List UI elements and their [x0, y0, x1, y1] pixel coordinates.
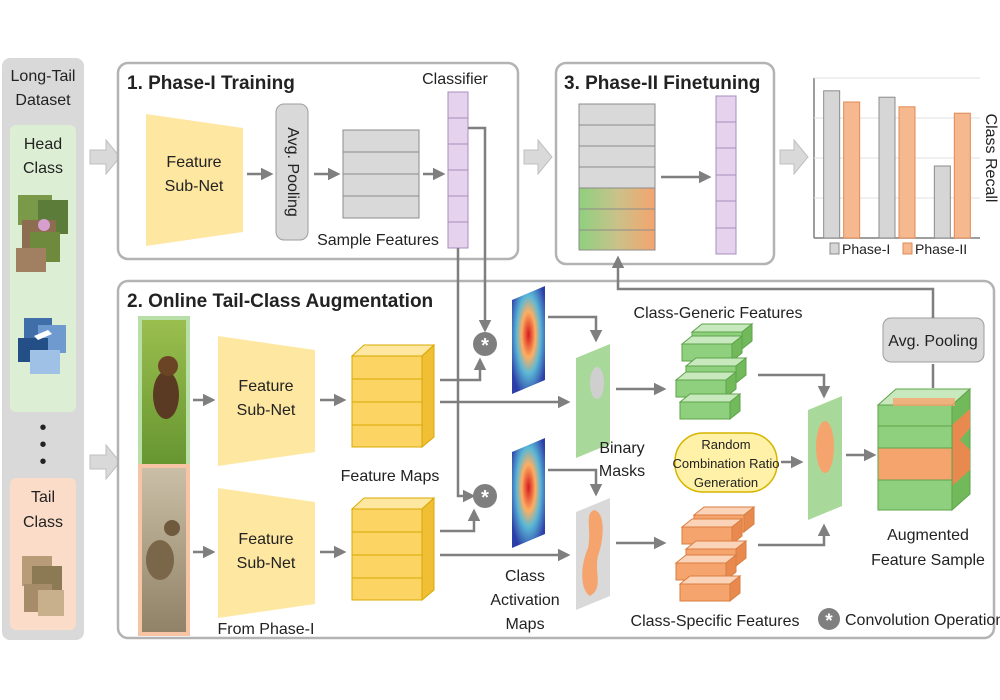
tail-feature-subnet — [218, 488, 315, 618]
bar-phase2-0 — [843, 101, 861, 239]
phase1-avg-pooling — [275, 103, 309, 241]
bar-phase2-1 — [898, 106, 916, 239]
class-specific-label: Class-Specific Features — [631, 613, 800, 630]
tail-binary-mask — [576, 498, 610, 610]
svg-text:•: • — [39, 417, 46, 439]
tail-activation-map — [512, 438, 545, 548]
augmentation-panel: 2. Online Tail-Class Augmentation Featur… — [116, 126, 1000, 640]
tail-sample-image — [138, 464, 190, 636]
binary-masks-line2: Masks — [599, 463, 645, 480]
tail-subnet-line2: Sub-Net — [237, 555, 296, 572]
svg-text:*: * — [481, 335, 489, 357]
tail-class-thumbnails — [22, 556, 64, 616]
svg-text:Combination Ratio: Combination Ratio — [673, 456, 780, 471]
phase1-title: 1. Phase-I Training — [127, 73, 295, 94]
tail-subnet-line1: Feature — [238, 531, 293, 548]
head-class-line2: Class — [23, 160, 63, 177]
svg-text:*: * — [481, 487, 489, 509]
augmented-feature-sample — [876, 387, 972, 512]
convolution-legend-label: Convolution Operation — [845, 612, 1000, 629]
head-binary-mask — [576, 344, 610, 458]
svg-text:Random: Random — [701, 437, 750, 452]
phase1-avg-pooling-label: Avg. Pooling — [284, 127, 301, 217]
tail-feature-maps — [350, 496, 436, 602]
phase1-sample-features — [342, 129, 420, 219]
augmentation-avg-pooling-label: Avg. Pooling — [888, 333, 978, 350]
head-class-thumbnails — [16, 195, 68, 374]
augmented-line1: Augmented — [887, 527, 969, 544]
phase1-subnet-line1: Feature — [166, 154, 221, 171]
bar-phase1-2 — [933, 165, 951, 239]
feature-maps-label: Feature Maps — [341, 468, 440, 485]
cam-line2: Activation — [490, 592, 559, 609]
dataset-panel: Long-Tail Dataset Head Class • • • Tail … — [2, 58, 84, 640]
class-generic-features — [674, 322, 754, 421]
tail-class-line2: Class — [23, 514, 63, 531]
svg-text:•: • — [39, 451, 46, 473]
bar-phase2-2 — [953, 112, 971, 239]
convolution-legend: * Convolution Operation — [818, 608, 1000, 632]
phase2-title: 3. Phase-II Finetuning — [564, 73, 760, 94]
chart-ylabel: Class Recall — [982, 114, 999, 203]
legend-swatch-phase2 — [902, 242, 913, 255]
head-feature-subnet — [218, 336, 315, 466]
head-class-line1: Head — [24, 136, 62, 153]
combination-mask — [808, 396, 842, 520]
augmented-line2: Feature Sample — [871, 552, 985, 569]
phase2-panel: 3. Phase-II Finetuning — [554, 61, 776, 266]
svg-text:Generation: Generation — [694, 475, 758, 490]
classifier-label: Classifier — [422, 71, 488, 88]
class-recall-chart: Class Recall Phase-I Phase-II — [813, 77, 999, 257]
svg-text:*: * — [825, 611, 833, 632]
head-activation-map — [512, 286, 545, 394]
cam-line1: Class — [505, 568, 545, 585]
dataset-to-augmentation-arrow — [89, 443, 121, 481]
legend-label-phase1: Phase-I — [842, 241, 890, 257]
phase2-to-chart-arrow — [779, 138, 809, 176]
dataset-to-phase1-arrow — [89, 138, 121, 176]
sample-features-label: Sample Features — [317, 232, 439, 249]
class-specific-features — [674, 505, 756, 603]
phase2-classifier — [715, 95, 737, 255]
cam-line3: Maps — [505, 616, 544, 633]
from-phase1-label: From Phase-I — [218, 621, 315, 638]
convolution-op-tail: * — [473, 484, 497, 509]
dataset-title-line1: Long-Tail — [11, 68, 76, 85]
head-sample-image — [138, 316, 190, 488]
random-ratio-generation: Random Combination Ratio Generation — [673, 432, 780, 493]
phase1-subnet-line2: Sub-Net — [165, 178, 224, 195]
phase1-classifier — [447, 91, 469, 249]
svg-text:•: • — [39, 434, 46, 456]
head-subnet-line1: Feature — [238, 378, 293, 395]
tail-class-line1: Tail — [31, 489, 55, 506]
legend-label-phase2: Phase-II — [915, 241, 967, 257]
phase2-features-stack — [578, 103, 656, 251]
phase1-to-phase2-arrow — [523, 138, 553, 176]
augmentation-title: 2. Online Tail-Class Augmentation — [127, 291, 433, 312]
convolution-op-head: * — [473, 332, 497, 357]
bar-phase1-1 — [878, 96, 896, 239]
phase1-feature-subnet — [146, 114, 243, 246]
dataset-title-line2: Dataset — [15, 92, 71, 109]
bar-phase1-0 — [823, 90, 841, 239]
chart-bars — [823, 90, 971, 239]
legend-swatch-phase1 — [829, 242, 840, 255]
head-feature-maps — [350, 343, 436, 449]
ellipsis-dots: • • • — [39, 417, 46, 473]
binary-masks-line1: Binary — [599, 440, 644, 457]
class-generic-label: Class-Generic Features — [634, 305, 803, 322]
chart-gridlines — [814, 77, 980, 199]
head-subnet-line2: Sub-Net — [237, 402, 296, 419]
phase1-panel: 1. Phase-I Training Feature Sub-Net Avg.… — [116, 61, 520, 261]
